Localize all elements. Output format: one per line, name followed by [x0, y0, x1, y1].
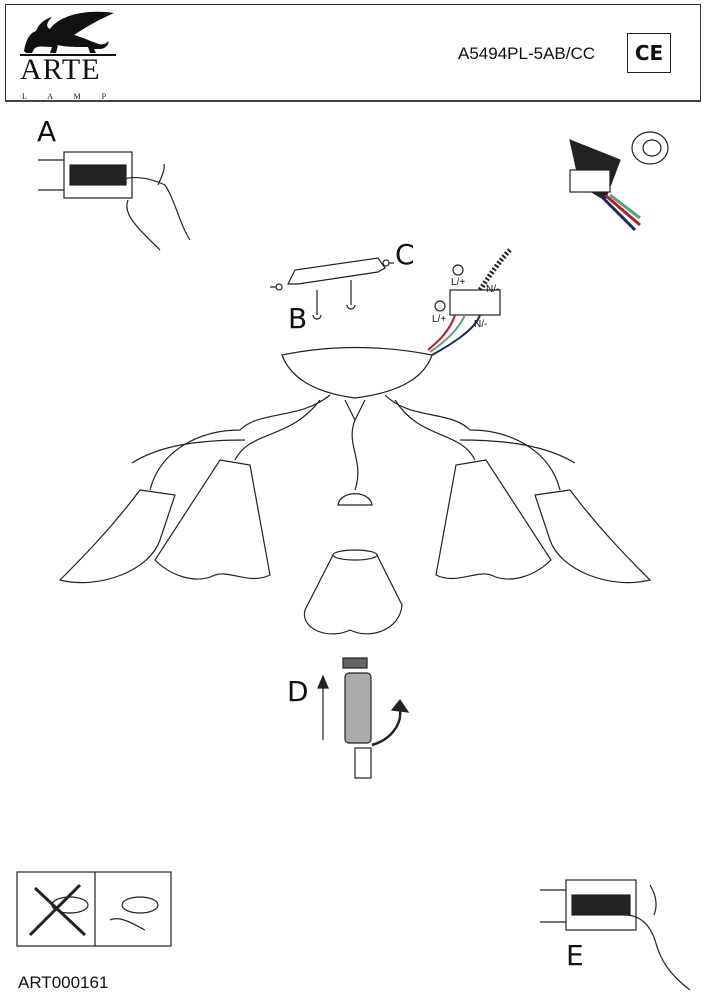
step-label-e: E	[566, 939, 584, 972]
step-label-a: A	[37, 115, 57, 148]
step-label-b: B	[288, 302, 308, 335]
neutral-wire-label-bottom: N/-	[474, 319, 488, 330]
glass-shades-icon	[58, 459, 652, 635]
header-box: ARTE L A M P A5494PL-5AB/CC CE	[5, 4, 701, 102]
model-number: A5494PL-5AB/CC	[458, 44, 596, 63]
mounting-bracket-icon	[270, 257, 394, 320]
step-label-c: C	[395, 238, 415, 271]
document-code: ART000161	[18, 973, 109, 992]
winged-lion-logo-icon	[20, 11, 116, 56]
step-label-d: D	[287, 675, 309, 708]
do-not-touch-bulb-warning-icon	[16, 871, 172, 947]
terminal-block-e-icon	[540, 879, 691, 991]
brand-name: ARTE	[20, 53, 101, 86]
lamp-arms-icon	[131, 394, 576, 491]
wiring-diagram-icon	[427, 248, 512, 356]
live-wire-label-bottom: L/+	[432, 314, 447, 325]
live-wire-label-top: L/+	[451, 277, 466, 288]
insulated-connector-icon	[569, 131, 669, 232]
brand-subtitle: L A M P	[22, 92, 107, 101]
bulb-install-icon	[317, 657, 410, 779]
ce-mark: CE	[627, 33, 671, 73]
neutral-wire-label-top: N/-	[486, 284, 500, 295]
terminal-block-a-icon	[38, 151, 191, 251]
